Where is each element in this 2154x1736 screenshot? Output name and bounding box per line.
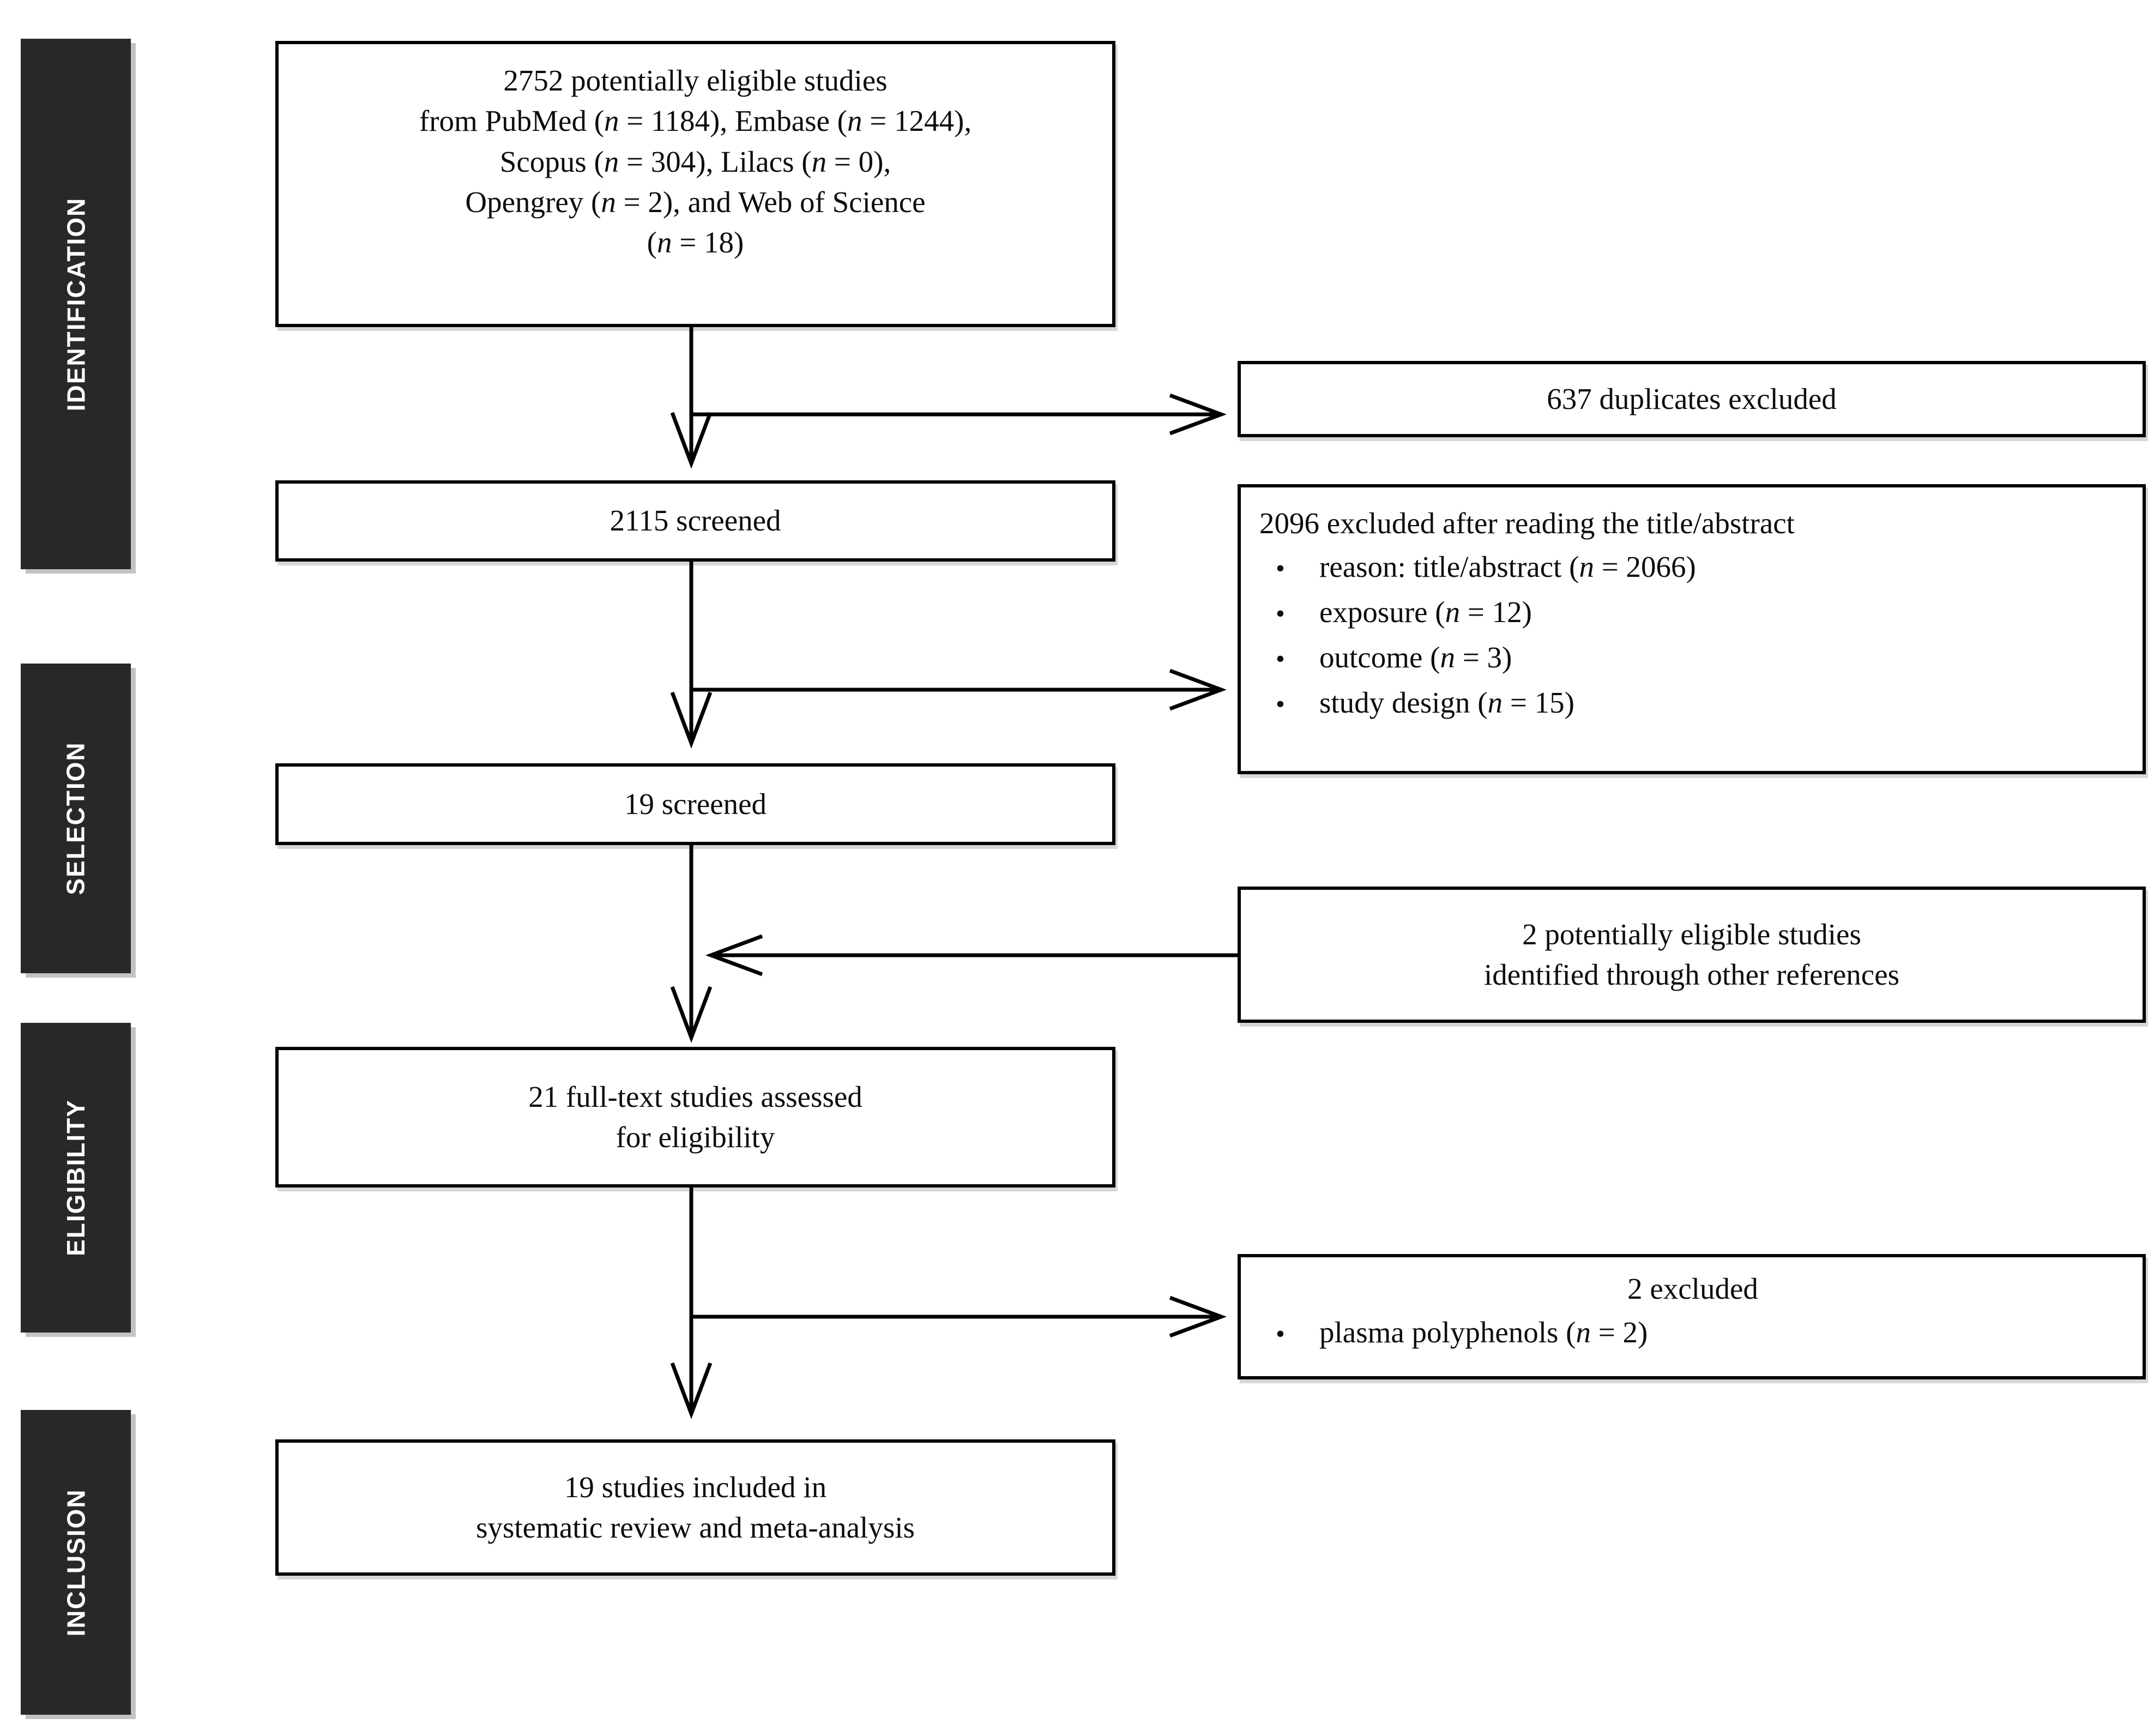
- bullet-icon: •: [1276, 599, 1285, 628]
- fulltext-excluded-title: 2 excluded: [1627, 1272, 1758, 1305]
- bullet-icon: •: [1276, 690, 1285, 719]
- arrowhead-right-fulltext-excluded: [1169, 1295, 1227, 1338]
- stage-selection-label: SELECTION: [62, 742, 90, 895]
- box-included: 19 studies included in systematic review…: [275, 1439, 1115, 1576]
- stage-identification-label: IDENTIFICATION: [62, 197, 90, 411]
- box-identified-studies: 2752 potentially eligible studies from P…: [275, 41, 1115, 327]
- stage-eligibility: ELIGIBILITY: [21, 1023, 131, 1333]
- arrowhead-down-1: [670, 412, 713, 469]
- list-item: • reason: title/abstract (n = 2066): [1259, 545, 2126, 590]
- stage-identification: IDENTIFICATION: [21, 39, 131, 569]
- list-item: • study design (n = 15): [1259, 681, 2126, 726]
- box-screened: 2115 screened: [275, 480, 1115, 562]
- list-item: • outcome (n = 3): [1259, 636, 2126, 681]
- arrowhead-down-4: [670, 1362, 713, 1419]
- bullet-icon: •: [1276, 554, 1285, 583]
- arrowhead-down-2: [670, 691, 713, 749]
- arrowhead-left-other-references: [705, 934, 763, 976]
- arrowhead-right-title-abstract: [1169, 668, 1227, 711]
- box-other-references-text: 2 potentially eligible studies identifie…: [1483, 917, 1900, 991]
- list-item: • exposure (n = 12): [1259, 590, 2126, 636]
- box-duplicates-excluded-text: 637 duplicates excluded: [1547, 382, 1837, 415]
- stage-inclusion-label: INCLUSION: [62, 1488, 90, 1636]
- stage-eligibility-label: ELIGIBILITY: [62, 1099, 90, 1256]
- box-title-abstract-excluded: 2096 excluded after reading the title/ab…: [1238, 484, 2146, 774]
- box-screened-second-text: 19 screened: [624, 787, 767, 821]
- box-fulltext-assessed-text: 21 full-text studies assessed for eligib…: [528, 1080, 862, 1154]
- arrowhead-right-duplicates: [1169, 393, 1227, 436]
- box-fulltext-excluded: 2 excluded • plasma polyphenols (n = 2): [1238, 1254, 2146, 1379]
- box-duplicates-excluded: 637 duplicates excluded: [1238, 361, 2146, 437]
- arrowhead-down-3: [670, 986, 713, 1043]
- box-other-references: 2 potentially eligible studies identifie…: [1238, 887, 2146, 1023]
- stage-selection: SELECTION: [21, 664, 131, 973]
- box-identified-studies-text: 2752 potentially eligible studies from P…: [419, 64, 972, 259]
- bullet-icon: •: [1276, 1319, 1285, 1348]
- list-item: • plasma polyphenols (n = 2): [1259, 1311, 2126, 1356]
- box-screened-second: 19 screened: [275, 763, 1115, 845]
- box-fulltext-assessed: 21 full-text studies assessed for eligib…: [275, 1047, 1115, 1188]
- box-screened-text: 2115 screened: [610, 504, 781, 538]
- title-abstract-excluded-title: 2096 excluded after reading the title/ab…: [1259, 507, 1795, 540]
- bullet-icon: •: [1276, 644, 1285, 673]
- stage-inclusion: INCLUSION: [21, 1410, 131, 1715]
- box-included-text: 19 studies included in systematic review…: [476, 1470, 915, 1544]
